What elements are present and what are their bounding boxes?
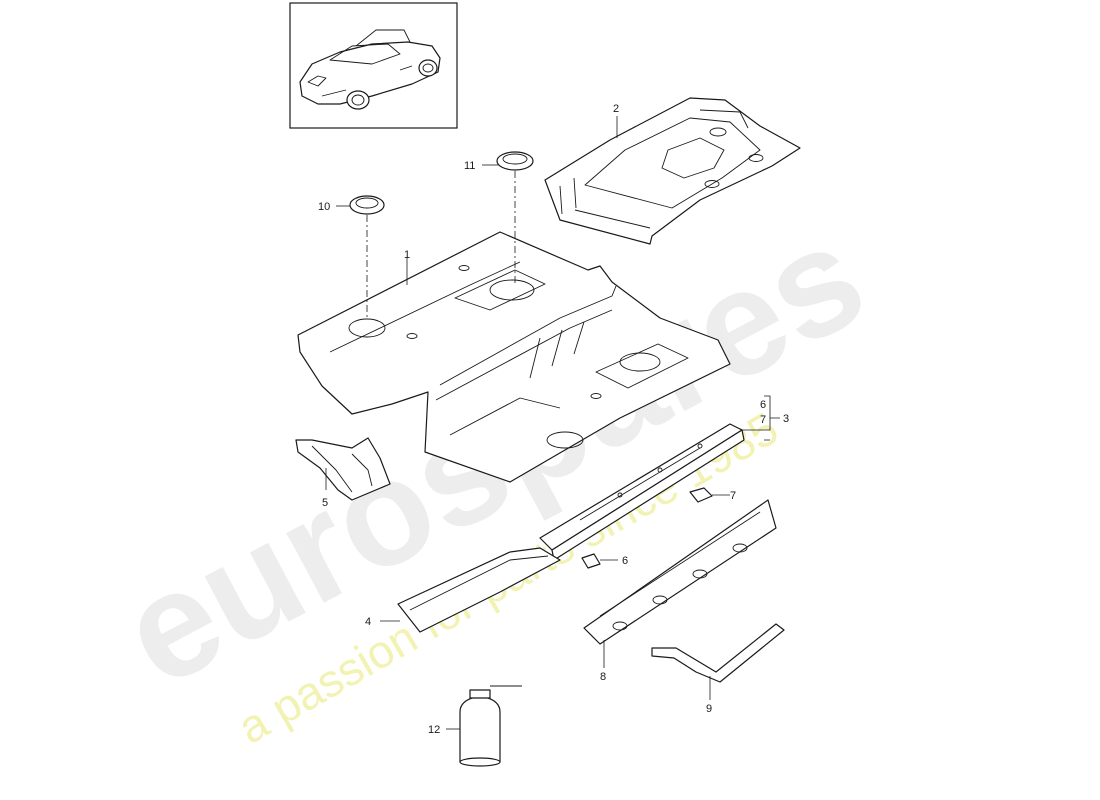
part-2-front-structure <box>544 97 801 245</box>
callout-7: 7 <box>730 490 736 502</box>
callout-12: 12 <box>428 724 440 736</box>
callout-9: 9 <box>706 703 712 715</box>
callout-10: 10 <box>318 201 330 213</box>
part-10-grommet <box>349 195 385 215</box>
callout-5: 5 <box>322 497 328 509</box>
part-11-grommet <box>496 151 534 171</box>
part-8-reinforcement <box>583 499 777 645</box>
part-3-side-member <box>539 423 745 561</box>
callout-8: 8 <box>600 671 606 683</box>
part-5-bracket <box>295 437 391 501</box>
part-4-tunnel-cover <box>397 547 561 633</box>
callout-labels: 1 2 3 4 5 6 7 6 7 8 9 10 11 12 <box>318 103 789 736</box>
vehicle-thumbnail <box>289 2 458 129</box>
callout-2: 2 <box>613 103 619 115</box>
callout-7-group: 7 <box>760 414 766 426</box>
leader-lines <box>325 116 780 730</box>
part-7-clip <box>689 487 713 503</box>
callout-11: 11 <box>464 160 475 172</box>
callout-3: 3 <box>783 413 789 425</box>
car-illustration <box>299 29 441 110</box>
callout-6-group: 6 <box>760 399 766 411</box>
part-6-clip <box>581 553 601 569</box>
part-9-hose <box>651 623 785 683</box>
callout-1: 1 <box>404 249 410 261</box>
part-12-spray-can <box>459 685 522 767</box>
callout-6: 6 <box>622 555 628 567</box>
part-1-floor-pan <box>297 231 731 483</box>
callout-4: 4 <box>365 616 371 628</box>
